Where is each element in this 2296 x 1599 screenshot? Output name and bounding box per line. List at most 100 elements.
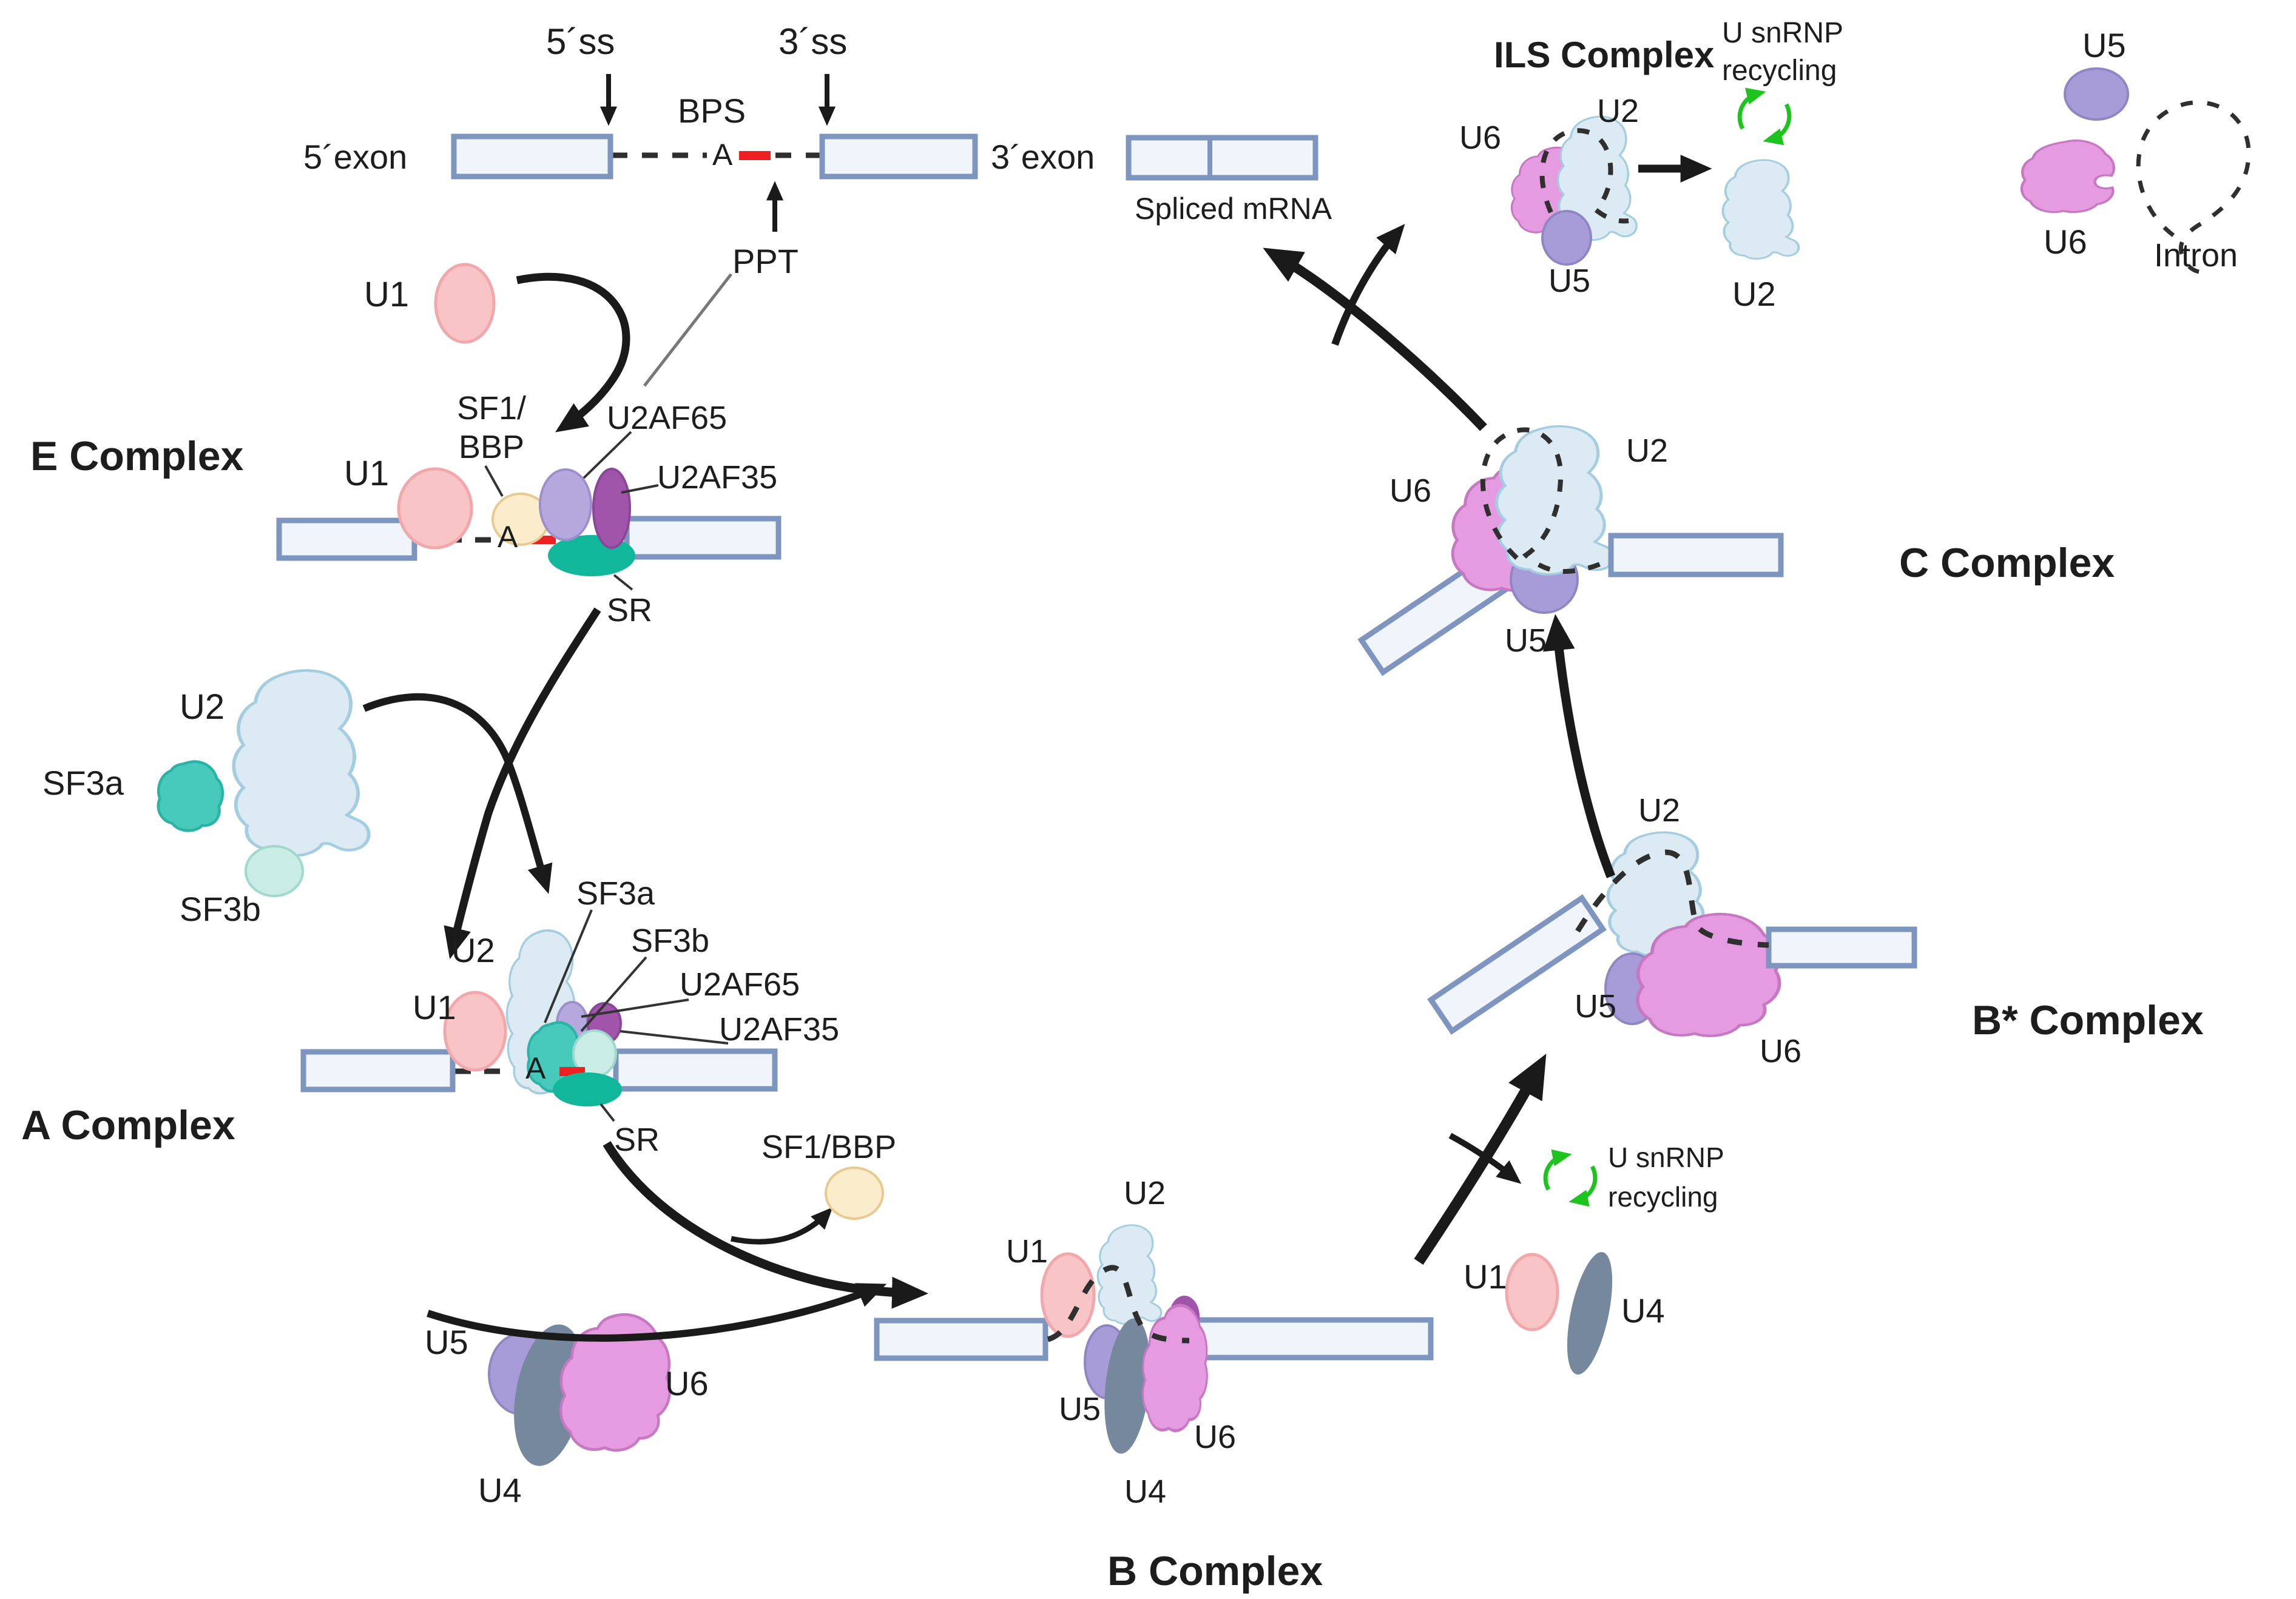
label-a-complex: A Complex [21, 1102, 235, 1148]
label-u6-ils: U6 [1459, 120, 1502, 156]
arrow-u1-to-e [516, 272, 630, 433]
spliced-mrna [1126, 135, 1319, 181]
u4-blob-tri [514, 1324, 584, 1466]
recycle-arc [1568, 1165, 1598, 1207]
label-sr-e: SR [607, 592, 653, 628]
label-u1-free: U1 [364, 275, 410, 314]
label-bps: BPS [678, 92, 746, 130]
exon-box-b-right [1187, 1317, 1434, 1361]
u4-blob-released [1567, 1252, 1613, 1375]
intron-dashed-line-bstar [1575, 849, 1769, 948]
label-e-complex: E Complex [30, 433, 244, 479]
label-u6-tri: U6 [665, 1364, 709, 1402]
arrow-bstar-to-c [1542, 614, 1615, 878]
label-recycling-top: U snRNP recycling [1722, 17, 1844, 87]
u6-blob-b [1143, 1305, 1207, 1431]
label-recycling-bottom: U snRNP recycling [1608, 1142, 1724, 1213]
sf1-bbp-blob-released [825, 1166, 884, 1220]
tri-snrnp [427, 1283, 887, 1466]
u2-blob-free-right [1721, 158, 1800, 260]
label-u2-a: U2 [451, 931, 495, 969]
exon-box-b-left [874, 1318, 1048, 1361]
label-u1-a: U1 [413, 988, 456, 1026]
recycle-arc [1543, 1149, 1572, 1191]
pointer-u2af35-e [621, 484, 659, 494]
sf3a-blob-free [158, 762, 223, 831]
arrow-e-to-a [444, 607, 601, 960]
exon-box-bstar-right [1766, 926, 1917, 969]
pointer-sf3a-a [544, 909, 593, 1023]
swoosh-line [643, 273, 732, 387]
recycle-icon-top [1737, 87, 1792, 146]
exon-box-a-left [300, 1049, 456, 1092]
spliced-mrna-box [1126, 135, 1319, 181]
label-u5-bstar: U5 [1575, 988, 1617, 1025]
label-sf1-bbp-e: SF1/ BBP [456, 390, 527, 465]
label-u2-ils: U2 [1597, 93, 1639, 129]
label-u6-bstar: U6 [1760, 1033, 1802, 1069]
intron-dashed-line-b [1047, 1265, 1190, 1344]
label-u2-c: U2 [1626, 433, 1669, 469]
free-u2-group [158, 670, 553, 897]
u1-blob-e [397, 467, 473, 550]
label-intron: Intron [2154, 237, 2238, 274]
disassembled-snrnps [1721, 67, 2251, 274]
u2af65-blob-e [539, 468, 592, 541]
pointer-u2af35-a [620, 1030, 729, 1045]
arrow-c-to-ils [1331, 224, 1405, 346]
label-c-complex: C Complex [1899, 540, 2115, 586]
label-b-complex: B Complex [1107, 1548, 1323, 1594]
label-u4-b: U4 [1124, 1473, 1167, 1510]
label-sf3a-a: SF3a [576, 875, 655, 912]
label-u2-bstar: U2 [1638, 792, 1681, 829]
arrow-tri-to-b [427, 1283, 887, 1342]
pointer-sf3b-a [580, 956, 647, 1032]
u5-blob-free-right [2064, 67, 2129, 121]
label-u5-free-right: U5 [2082, 26, 2126, 64]
arrow-u2-to-a [362, 693, 553, 894]
label-sr-a: SR [614, 1122, 660, 1158]
u1-blob-free [434, 263, 496, 344]
label-u5-tri: U5 [425, 1323, 468, 1361]
exon-box-c-right [1608, 533, 1784, 577]
pointer-u2af65-e [582, 431, 632, 479]
label-u2-free: U2 [180, 687, 225, 727]
label-sf3b-free: SF3b [180, 890, 261, 928]
label-u2af65-e: U2AF65 [607, 400, 728, 436]
exon-box-e-right [624, 516, 782, 560]
exon-box-a-right [613, 1048, 778, 1092]
e-complex [276, 431, 782, 591]
label-u5-b: U5 [1059, 1391, 1101, 1427]
label-branch-a-top: A [712, 138, 733, 172]
pointer-u2af65-a [581, 998, 689, 1018]
intron-lariat-free [2136, 100, 2251, 274]
b-complex [874, 1224, 1434, 1454]
u2-blob-b [1096, 1224, 1163, 1325]
u2-blob-free [234, 670, 368, 855]
label-u6-c: U6 [1389, 473, 1432, 509]
u6-blob-free-right [2022, 141, 2114, 212]
u2af35-blob-e [592, 468, 631, 549]
exon-box-e-left [276, 517, 417, 561]
u5-blob-ils [1541, 210, 1592, 266]
label-u5-ils: U5 [1548, 263, 1591, 299]
label-u1-e: U1 [344, 454, 390, 493]
label-u6-free-right: U6 [2044, 223, 2087, 261]
pointer-sf1bbp-e [484, 465, 504, 497]
label-u1-b: U1 [1006, 1233, 1048, 1270]
label-u2-b: U2 [1124, 1175, 1166, 1211]
label-u2af35-a: U2AF35 [719, 1011, 840, 1048]
intron-lariat-ils [1539, 128, 1629, 224]
label-ils-complex: ILS Complex [1494, 35, 1715, 75]
label-u2af65-a: U2AF65 [680, 966, 800, 1003]
exon-box-bstar-tilted [1427, 894, 1607, 1035]
sr-blob-a [553, 1072, 622, 1106]
arrow-c-to-spliced-mrna [1263, 247, 1487, 431]
label-u2af35-e: U2AF35 [657, 459, 778, 496]
sf3b-blob-free [245, 845, 304, 897]
pointer-sr-e [613, 574, 633, 591]
label-u4-tri: U4 [478, 1471, 522, 1509]
u1-blob-a [443, 991, 507, 1072]
label-five-exon: 5´exon [303, 138, 408, 176]
